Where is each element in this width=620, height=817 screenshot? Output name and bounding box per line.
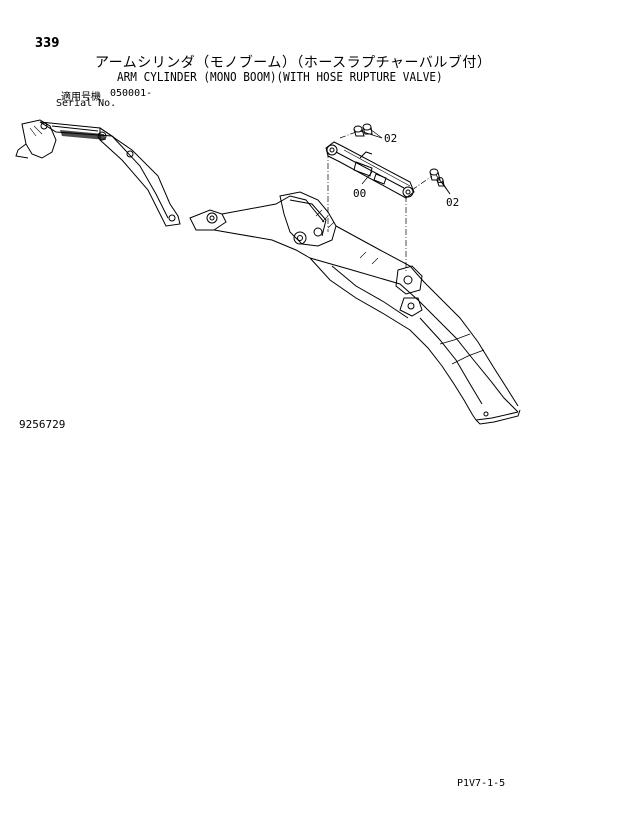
part-02-upper-label: 02 — [384, 132, 397, 145]
pin-parts-right — [429, 168, 445, 187]
page-code: P1V7-1-5 — [457, 778, 506, 789]
mono-boom-drawing — [189, 191, 521, 425]
excavator-overview-icon — [15, 119, 181, 227]
assembly-center-lines — [327, 131, 433, 272]
pin-parts-upper — [353, 123, 373, 137]
drawing-number: 9256729 — [19, 418, 66, 431]
title-japanese: アームシリンダ（モノブーム）（ホースラプチャーバルブ付） — [95, 55, 492, 71]
callout-part-02-right: 02 — [435, 174, 459, 209]
serial-label-english: Serial No. — [56, 98, 117, 109]
serial-number-value: 050001- — [110, 88, 153, 99]
title-english: ARM CYLINDER (MONO BOOM)(WITH HOSE RUPTU… — [117, 70, 443, 84]
callout-part-00: 00 — [353, 171, 373, 200]
page-number: 339 — [35, 36, 60, 51]
arm-cylinder-drawing — [325, 141, 415, 199]
serial-label-japanese: 適用号機 — [61, 92, 101, 103]
part-00-label: 00 — [353, 187, 366, 200]
part-02-right-label: 02 — [446, 196, 459, 209]
callout-part-02-upper: 02 — [359, 128, 397, 145]
